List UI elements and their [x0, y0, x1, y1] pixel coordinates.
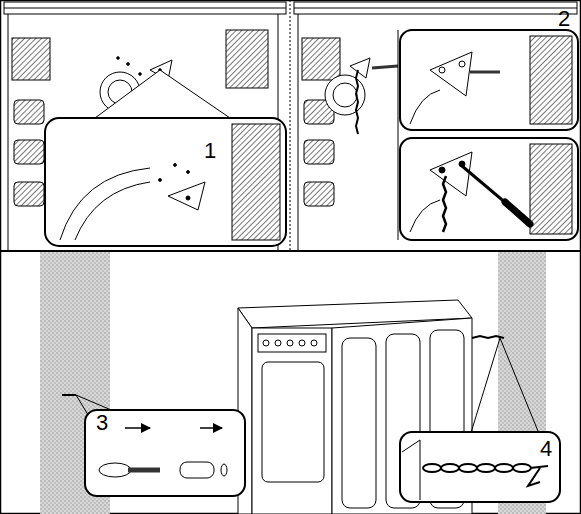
screw-hole: [187, 171, 190, 174]
direction-arrow: [125, 427, 150, 429]
wall-screw: [62, 394, 76, 396]
stove-front: [252, 328, 332, 514]
screw-hole: [459, 61, 465, 67]
stove-edge: [420, 440, 421, 500]
detail-inset: [400, 30, 578, 130]
knob: [287, 340, 293, 346]
chain-link: [513, 464, 531, 472]
anti-tip-bracket: [430, 52, 472, 96]
anti-tip-bracket: [430, 152, 472, 196]
installation-scene: [40, 252, 560, 514]
vent-grille: [14, 182, 44, 206]
vent-grille: [530, 36, 572, 124]
screw: [186, 196, 190, 200]
knob: [263, 340, 269, 346]
cooktop-edge: [294, 2, 577, 14]
cooktop-edge: [4, 2, 286, 14]
cooktop-line: [4, 8, 286, 9]
chain-link: [477, 464, 495, 472]
chain-link: [423, 464, 441, 472]
screw-hole: [439, 67, 445, 73]
screw: [470, 71, 500, 74]
screw: [128, 468, 160, 473]
oven-door: [262, 362, 324, 482]
screw-hole: [159, 179, 162, 182]
vent-grille: [14, 140, 44, 164]
callout-number: 3: [96, 412, 108, 434]
back-edge: [298, 14, 299, 250]
panel-divider: [0, 250, 581, 252]
knob: [299, 340, 305, 346]
screw-hole: [117, 57, 120, 60]
detail-inset: [400, 138, 578, 240]
detail-inset: [45, 118, 286, 246]
chain-link: [459, 464, 477, 472]
chain-link: [441, 464, 459, 472]
stove-back-view: [294, 2, 578, 250]
vent-grille: [530, 144, 572, 234]
side-panel: [342, 338, 376, 508]
leader-line: [500, 338, 540, 436]
screw-hole: [174, 164, 177, 167]
leader-line: [470, 338, 500, 436]
callout-number: 1: [204, 140, 216, 162]
vent-grille: [302, 38, 340, 80]
panel-edge: [398, 30, 399, 240]
stove-back-view: [4, 2, 286, 250]
vent-grille: [226, 30, 268, 88]
screw-hole: [139, 73, 142, 76]
back-edge: [8, 14, 9, 250]
screwdriver-handle: [505, 202, 530, 224]
detail-inset: [400, 432, 560, 502]
vent-grille: [12, 38, 50, 80]
knob: [311, 340, 317, 346]
wall-plug: [180, 462, 214, 478]
stove-edge: [402, 440, 420, 452]
panel-divider: [290, 0, 291, 251]
vent-grille: [304, 182, 334, 206]
direction-arrow: [200, 427, 222, 429]
detail-inset: [85, 410, 245, 496]
inlet-outline: [75, 182, 150, 240]
vent-grille: [14, 100, 44, 124]
inlet-outline: [410, 200, 440, 232]
inlet-outline: [60, 168, 150, 240]
chain: [472, 336, 504, 338]
callout-number: 2: [558, 8, 570, 30]
screw: [439, 167, 445, 173]
gas-inlet: [333, 83, 357, 107]
screw-hole: [127, 63, 130, 66]
anti-tip-bracket: [168, 182, 205, 210]
knob: [275, 340, 281, 346]
screw-head: [221, 464, 227, 476]
cooktop-line: [294, 8, 577, 9]
wall-plug: [99, 463, 131, 477]
control-panel: [258, 334, 326, 352]
vent-grille: [304, 140, 334, 164]
gas-inlet: [325, 75, 365, 115]
chain: [443, 176, 446, 232]
screw: [372, 66, 398, 68]
chain: [356, 70, 358, 134]
inlet-outline: [410, 90, 440, 124]
vent-grille: [232, 124, 280, 240]
anti-tip-bracket: [350, 58, 370, 78]
hook: [528, 466, 548, 486]
zoom-wedge: [95, 70, 230, 118]
chain-link: [495, 464, 513, 472]
callout-number: 4: [540, 438, 552, 460]
chain: [423, 464, 531, 472]
